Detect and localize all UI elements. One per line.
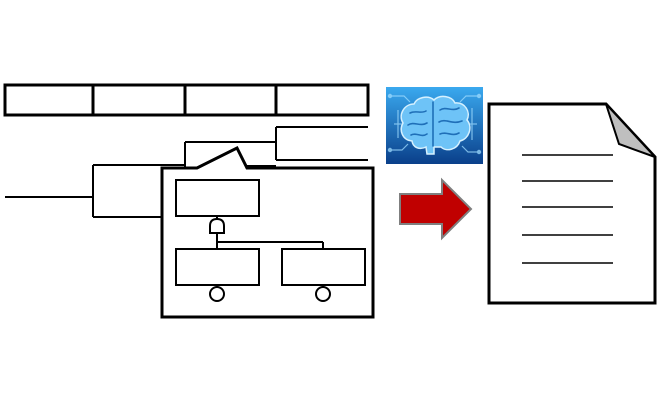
document-fold bbox=[605, 103, 656, 158]
document-text-lines bbox=[522, 154, 613, 264]
circuit-traces bbox=[387, 93, 482, 155]
brain-circuit-tile bbox=[386, 87, 483, 164]
header-table bbox=[3, 83, 370, 117]
top-event-box bbox=[175, 179, 260, 217]
and-gate-icon bbox=[209, 217, 225, 234]
document-page bbox=[487, 102, 657, 305]
fault-tree-callout bbox=[160, 145, 375, 319]
brain-circuit-icon bbox=[400, 95, 471, 155]
basic-event-box bbox=[281, 248, 366, 286]
callout-frame bbox=[160, 145, 375, 319]
basic-event-box bbox=[175, 248, 260, 286]
right-arrow-icon bbox=[399, 177, 473, 241]
document-icon bbox=[487, 102, 657, 305]
fault-tree bbox=[175, 179, 366, 302]
basic-event-circle bbox=[209, 286, 225, 302]
basic-event-circle bbox=[315, 286, 331, 302]
